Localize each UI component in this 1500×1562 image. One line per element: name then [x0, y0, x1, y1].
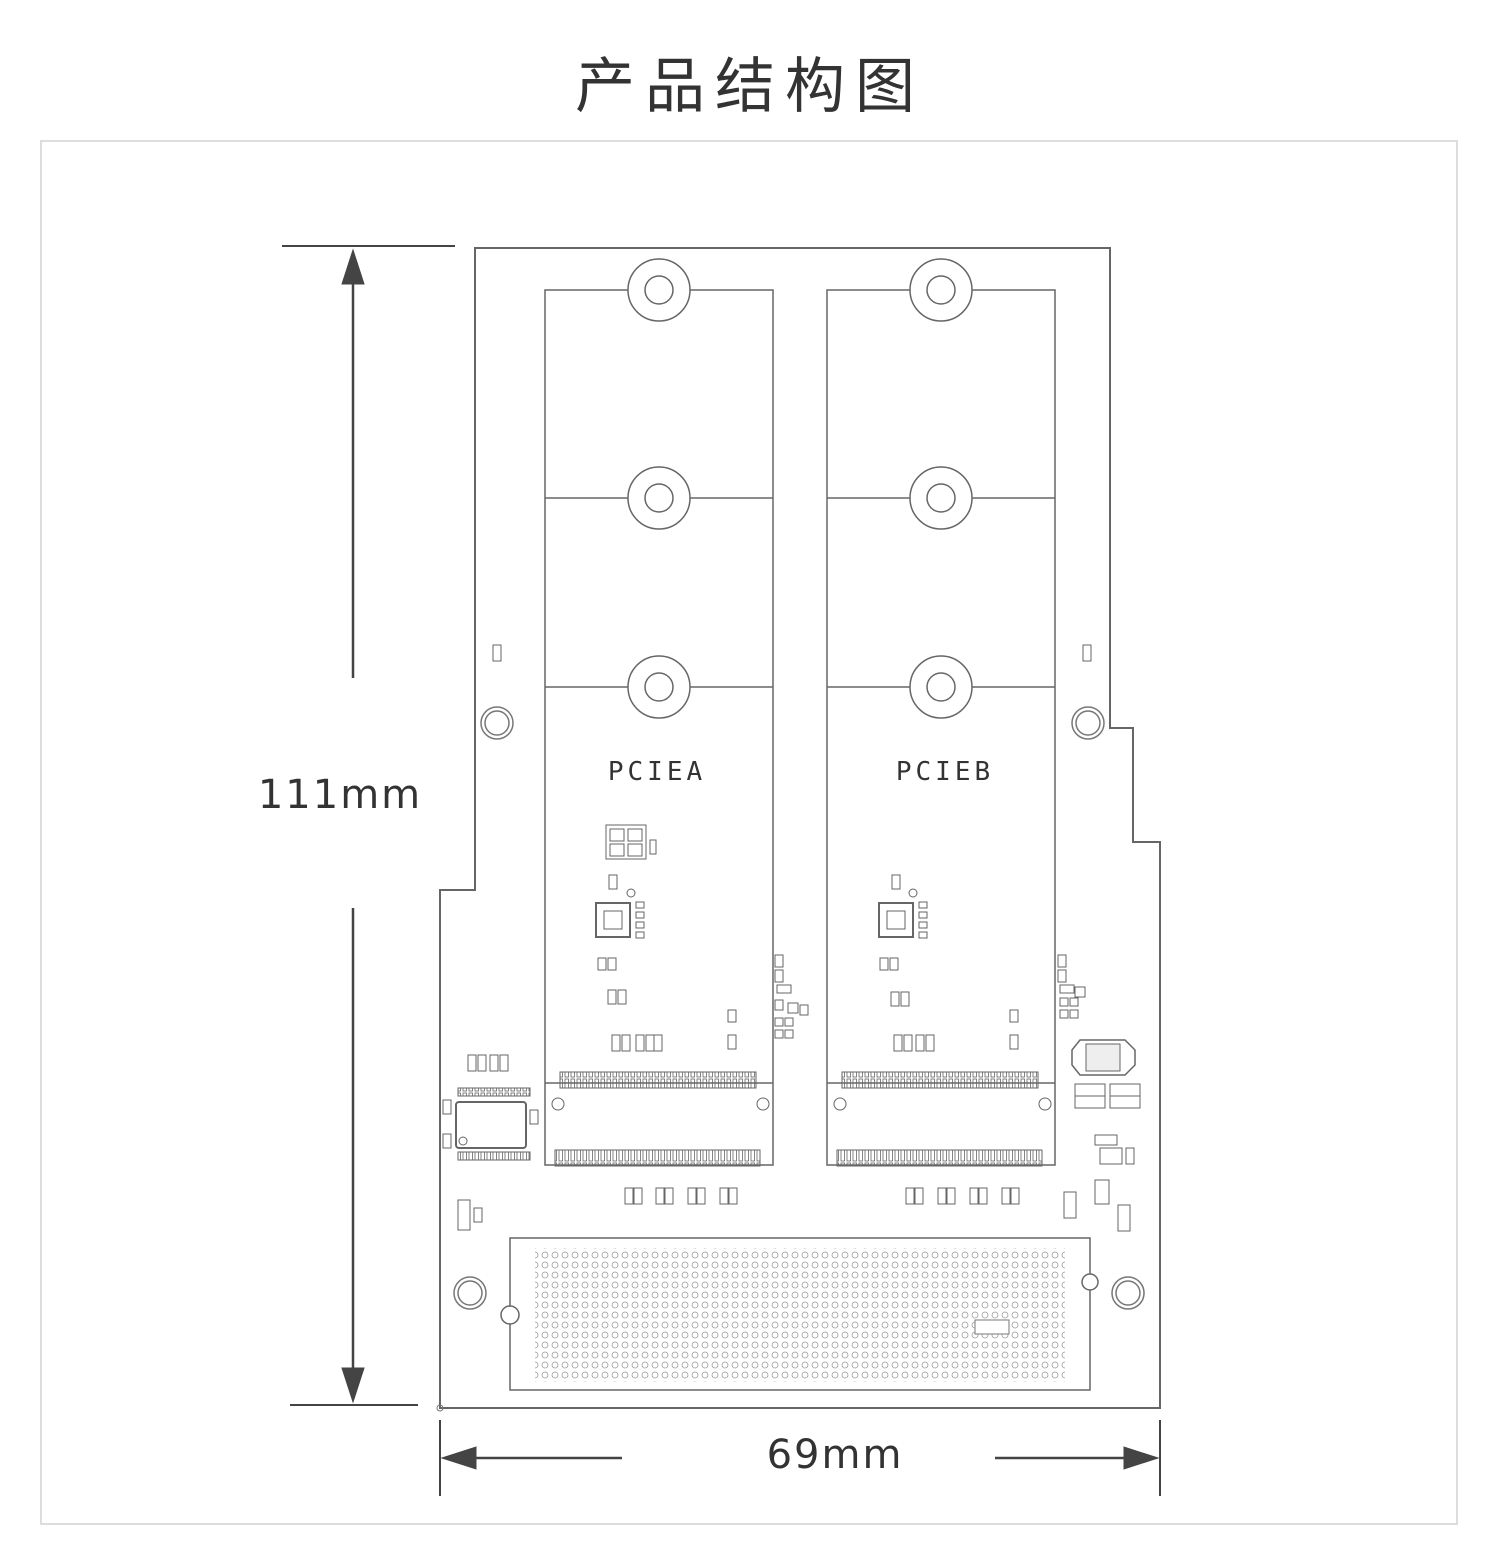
slot-b — [826, 289, 1056, 1166]
slot-b-connector — [833, 1071, 1052, 1167]
standoff-holes — [627, 258, 973, 719]
bottom-resistor-row — [624, 1187, 1020, 1205]
power-components — [1063, 1039, 1141, 1232]
slot-a-connector — [551, 1071, 770, 1167]
width-dimension — [439, 1420, 1161, 1496]
height-dimension-label: 111mm — [258, 772, 422, 818]
page-title: 产品结构图 — [575, 52, 925, 122]
bottom-edge-connector — [500, 1237, 1099, 1391]
diagram-frame — [40, 140, 1458, 1525]
slot-a-label: PCIEA — [608, 757, 706, 787]
height-dimension — [282, 245, 455, 1406]
slot-b-components — [878, 874, 1086, 1052]
controller-ic — [442, 644, 1092, 1231]
origin-marker — [436, 1404, 444, 1412]
slot-b-label: PCIEB — [896, 757, 994, 787]
pcb-board-outline — [439, 247, 1161, 1409]
slot-a-components — [595, 824, 809, 1052]
board-mounting-holes — [453, 706, 1145, 1310]
slot-a — [544, 289, 774, 1166]
width-dimension-label: 69mm — [767, 1432, 904, 1478]
